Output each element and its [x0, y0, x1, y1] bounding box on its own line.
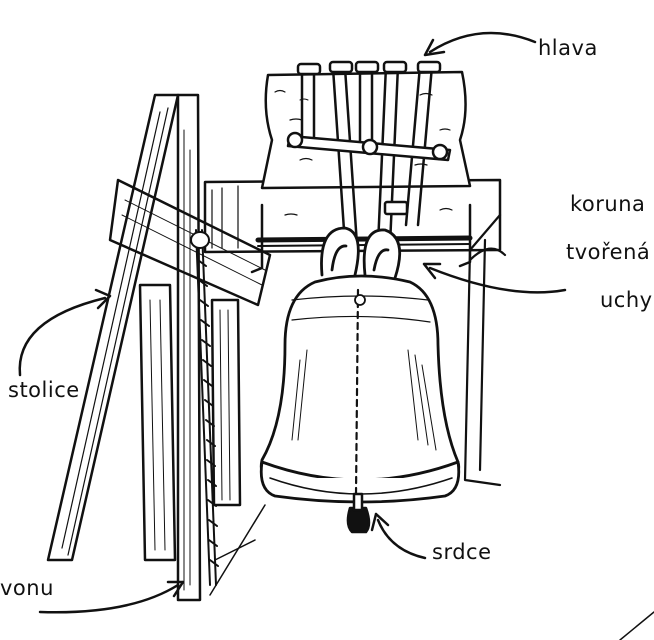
arrow-srdce — [372, 514, 425, 558]
arrow-koruna — [424, 264, 565, 292]
label-srdce: srdce — [432, 540, 492, 564]
arrow-hlava — [425, 33, 535, 55]
label-vonu: vonu — [0, 576, 54, 600]
label-stolice: stolice — [8, 378, 80, 402]
floor-lines — [210, 505, 654, 640]
frame-left — [48, 95, 240, 600]
label-hlava: hlava — [538, 36, 598, 60]
label-tvorena: tvořená — [566, 240, 650, 264]
arrow-vonu — [40, 582, 183, 612]
label-koruna: koruna — [570, 192, 645, 216]
arrow-stolice — [20, 290, 110, 375]
label-uchy: uchy — [600, 288, 653, 312]
